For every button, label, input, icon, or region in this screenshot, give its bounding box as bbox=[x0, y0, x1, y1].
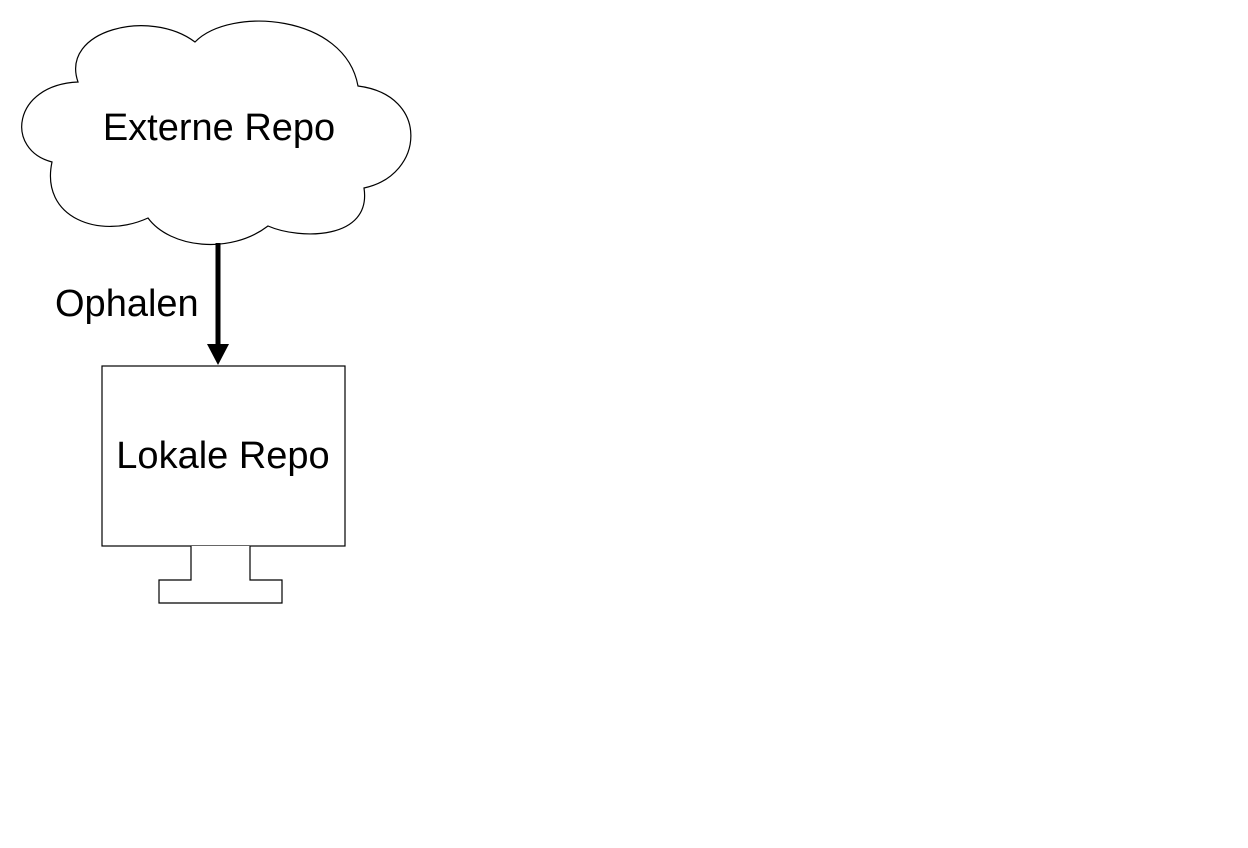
fetch-edge: Ophalen bbox=[55, 243, 229, 365]
monitor-stand bbox=[158, 546, 283, 604]
fetch-edge-label: Ophalen bbox=[55, 283, 199, 325]
remote-repo-node: Externe Repo bbox=[21, 20, 412, 246]
local-repo-label: Lokale Repo bbox=[116, 435, 329, 477]
cloud-shape bbox=[21, 20, 412, 246]
remote-repo-label: Externe Repo bbox=[103, 107, 335, 149]
monitor-screen bbox=[101, 365, 346, 547]
local-repo-node: Lokale Repo bbox=[101, 365, 346, 604]
arrowhead-icon bbox=[207, 344, 229, 365]
